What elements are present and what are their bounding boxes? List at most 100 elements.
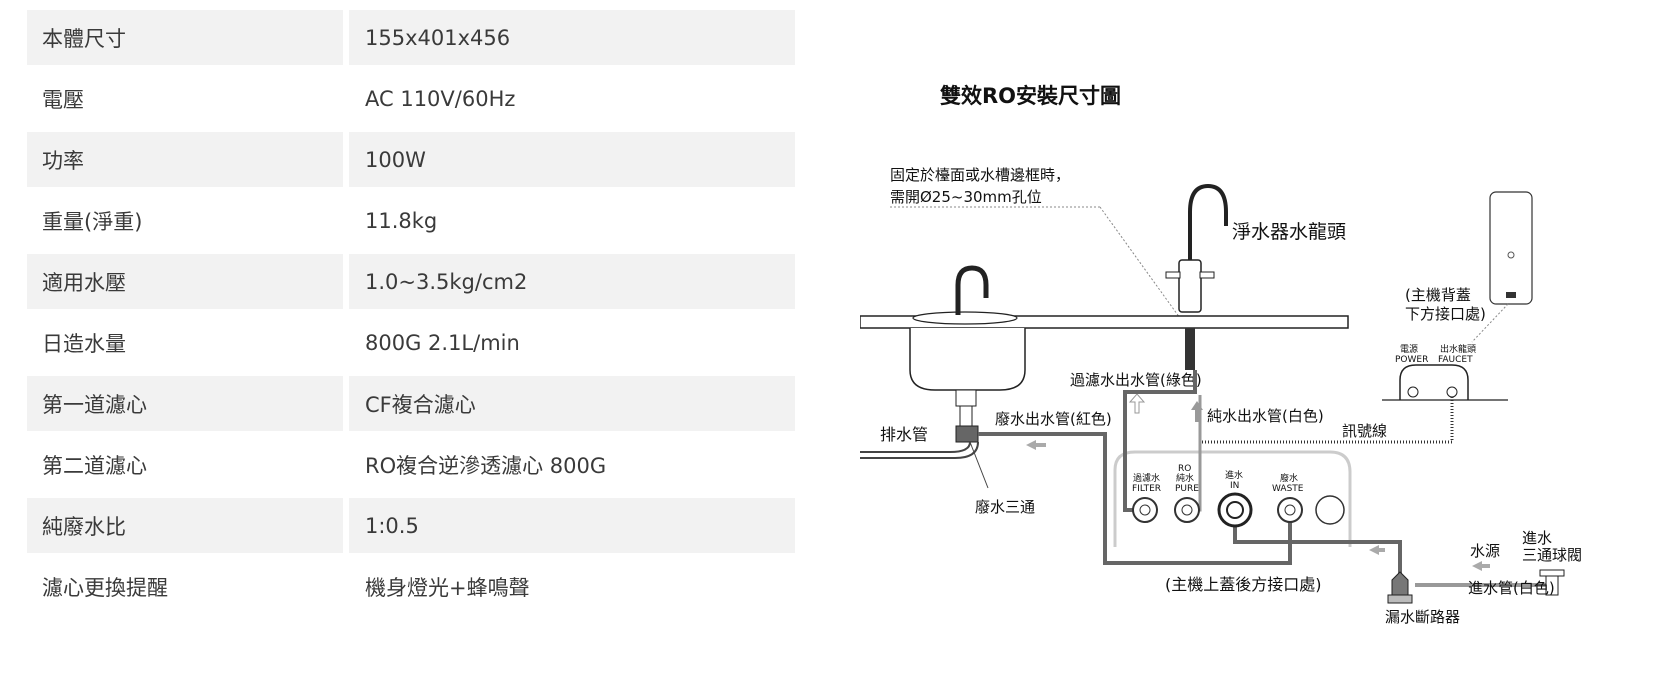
waste-flow-arrowhead-icon bbox=[1026, 440, 1036, 450]
spec-label: 本體尺寸 bbox=[27, 10, 343, 71]
signal-line bbox=[1200, 397, 1454, 444]
inlet-port-inner-icon bbox=[1226, 501, 1244, 519]
leak-breaker-base-icon bbox=[1387, 594, 1413, 604]
waste-tee-leader bbox=[969, 441, 989, 489]
port-filter-cn: 過濾水 bbox=[1133, 472, 1160, 484]
sink-basin bbox=[909, 328, 1026, 391]
spec-value: 機身燈光+蜂鳴聲 bbox=[349, 559, 795, 620]
spec-value: 155x401x456 bbox=[349, 10, 795, 71]
mount-note-line2: 需開Ø25~30mm孔位 bbox=[890, 188, 1042, 206]
port-waste-en: WASTE bbox=[1272, 484, 1304, 494]
purifier-faucet-spout-icon bbox=[1188, 183, 1228, 295]
spec-value: RO複合逆滲透濾心 800G bbox=[349, 437, 795, 498]
pure-pipe-label: 純水出水管(白色) bbox=[1207, 407, 1324, 425]
waste-tee-label: 廢水三通 bbox=[975, 498, 1035, 516]
inlet-valve-handle-icon bbox=[1539, 569, 1565, 577]
installation-diagram-svg: 雙效RO安裝尺寸圖 固定於檯面或水槽邊框時， 需開Ø25~30mm孔位 排水管 … bbox=[860, 84, 1582, 626]
port-in-cn: 進水 bbox=[1225, 469, 1243, 481]
main-unit-indicator-icon bbox=[1507, 251, 1515, 259]
pure-port-inner-icon bbox=[1181, 504, 1193, 516]
spec-label: 功率 bbox=[27, 132, 343, 193]
spec-value: 1.0~3.5kg/cm2 bbox=[349, 254, 795, 315]
spec-label: 重量(淨重) bbox=[27, 193, 343, 254]
faucet-shank bbox=[1185, 328, 1195, 370]
purifier-faucet-label: 淨水器水龍頭 bbox=[1232, 221, 1346, 243]
leak-breaker-icon bbox=[1391, 571, 1409, 596]
spec-value: 1:0.5 bbox=[349, 498, 795, 559]
filter-port-icon bbox=[1132, 497, 1158, 523]
back-cover-label-line2: 下方接口處) bbox=[1405, 305, 1486, 323]
top-cover-label: (主機上蓋後方接口處) bbox=[1165, 575, 1322, 594]
spec-value: 800G 2.1L/min bbox=[349, 315, 795, 376]
spec-value: 100W bbox=[349, 132, 795, 193]
spec-label: 日造水量 bbox=[27, 315, 343, 376]
waste-port-inner-icon bbox=[1284, 504, 1296, 516]
inlet-valve-label-line2: 三通球閥 bbox=[1522, 546, 1582, 564]
filter-port-inner-icon bbox=[1139, 504, 1151, 516]
drain-pipe bbox=[860, 441, 971, 453]
spec-value: 11.8kg bbox=[349, 193, 795, 254]
inlet-flow-arrowhead-icon bbox=[1369, 545, 1379, 555]
spec-value: AC 110V/60Hz bbox=[349, 71, 795, 132]
water-source-label: 水源 bbox=[1470, 542, 1500, 560]
spec-label: 第一道濾心 bbox=[27, 376, 343, 437]
sink-faucet-icon bbox=[955, 265, 989, 315]
drain-pipe-vertical bbox=[959, 405, 973, 429]
signal-line-label: 訊號線 bbox=[1342, 422, 1387, 440]
mount-note-line1: 固定於檯面或水槽邊框時， bbox=[890, 166, 1070, 184]
power-label: 電源 bbox=[1400, 344, 1418, 355]
spec-label: 電壓 bbox=[27, 71, 343, 132]
port-ro-cn: RO bbox=[1178, 464, 1191, 474]
main-unit-back-view bbox=[1489, 191, 1533, 305]
spec-value: CF複合濾心 bbox=[349, 376, 795, 437]
port-in-en: IN bbox=[1230, 481, 1239, 491]
back-cover-leader bbox=[1471, 303, 1509, 343]
spec-row: 濾心更換提醒機身燈光+蜂鳴聲 bbox=[27, 559, 795, 620]
faucet-en-label: FAUCET bbox=[1438, 355, 1473, 365]
port-filter-en: FILTER bbox=[1132, 484, 1161, 494]
spec-label: 第二道濾心 bbox=[27, 437, 343, 498]
source-flow-arrowhead-icon bbox=[1472, 561, 1482, 571]
outlet-faucet-label: 出水龍頭 bbox=[1440, 343, 1476, 355]
faucet-handle-right-icon bbox=[1199, 271, 1215, 279]
waste-port-icon bbox=[1277, 497, 1303, 523]
filter-water-pipe bbox=[1123, 370, 1197, 512]
spec-label: 純廢水比 bbox=[27, 498, 343, 559]
inlet-valve-label-line1: 進水 bbox=[1522, 529, 1552, 547]
back-cover-label-line1: (主機背蓋 bbox=[1405, 286, 1471, 304]
filter-flow-arrow-icon bbox=[1128, 393, 1146, 414]
waste-tee-icon bbox=[955, 425, 979, 443]
installation-diagram: 雙效RO安裝尺寸圖 固定於檯面或水槽邊框時， 需開Ø25~30mm孔位 排水管 … bbox=[860, 60, 1662, 678]
spec-label: 適用水壓 bbox=[27, 254, 343, 315]
faucet-handle-left-icon bbox=[1165, 271, 1181, 279]
diagram-title: 雙效RO安裝尺寸圖 bbox=[940, 84, 1121, 108]
main-unit-port-icon bbox=[1506, 292, 1516, 298]
spec-label: 濾心更換提醒 bbox=[27, 559, 343, 620]
drain-pipe-label: 排水管 bbox=[880, 425, 928, 444]
port-waste-cn: 廢水 bbox=[1280, 472, 1298, 484]
waste-water-pipe bbox=[978, 432, 1292, 565]
inlet-pipe-label: 進水管(白色) bbox=[1468, 579, 1555, 597]
spec-row: 重量(淨重)11.8kg bbox=[27, 193, 795, 254]
power-en-label: POWER bbox=[1395, 355, 1428, 365]
drain-stem bbox=[955, 389, 977, 407]
blank-port-icon bbox=[1315, 495, 1345, 525]
filter-pipe-label: 過濾水出水管(綠色) bbox=[1070, 371, 1202, 389]
back-panel-outline bbox=[1399, 364, 1469, 400]
power-port-icon bbox=[1407, 386, 1419, 398]
waste-pipe-label: 廢水出水管(紅色) bbox=[995, 410, 1112, 428]
purifier-faucet-body-icon bbox=[1178, 259, 1202, 313]
port-ro-cn2: 純水 bbox=[1176, 472, 1194, 484]
note-leader bbox=[1099, 206, 1186, 326]
pure-port-icon bbox=[1174, 497, 1200, 523]
drain-pipe-outer bbox=[860, 441, 979, 459]
leak-breaker-label: 漏水斷路器 bbox=[1385, 608, 1460, 626]
